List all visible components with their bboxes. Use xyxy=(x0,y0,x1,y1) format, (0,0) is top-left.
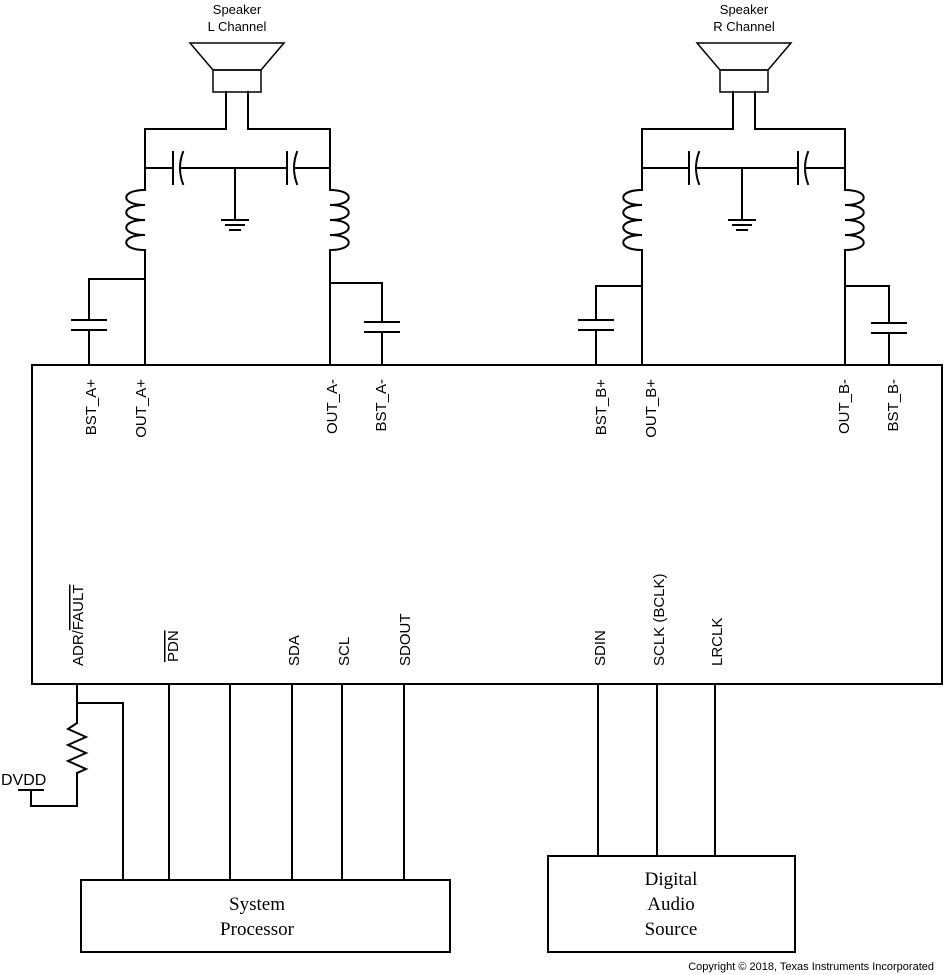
pin-bst-a-minus: BST_A- xyxy=(373,379,390,432)
resistor-icon xyxy=(65,721,89,775)
digital-audio-source-block xyxy=(547,855,796,953)
supply-dvdd-label: DVDD xyxy=(1,772,46,789)
pin-pdn: PDN xyxy=(165,630,182,662)
pin-out-b-plus: OUT_B+ xyxy=(643,379,660,438)
pin-out-b-minus: OUT_B- xyxy=(836,379,853,434)
copyright-note: Copyright © 2018, Texas Instruments Inco… xyxy=(688,961,934,973)
speaker-right-icon xyxy=(695,42,793,130)
digital-audio-source-label-line1: Digital xyxy=(645,869,698,890)
pin-adr-fault: ADR/FAULT xyxy=(70,585,87,666)
digital-audio-source-label-line2: Audio xyxy=(647,894,695,915)
inductor-a-minus-icon xyxy=(328,188,350,252)
pin-adr-fault-overbar: FAULT xyxy=(70,585,87,631)
pin-lrclk: LRCLK xyxy=(709,618,726,666)
speaker-left-icon xyxy=(188,42,286,130)
system-processor-label-line1: System xyxy=(229,894,285,915)
ground-left-icon xyxy=(221,219,249,231)
inductor-a-plus-icon xyxy=(125,188,147,252)
control-wiring: DVDD xyxy=(1,683,716,881)
speaker-right-label-line1: Speaker xyxy=(720,2,769,17)
speaker-left-label-line1: Speaker xyxy=(213,2,262,17)
left-channel-network: Speaker L Channel xyxy=(71,2,400,366)
ground-right-icon xyxy=(728,219,756,231)
pin-sdin: SDIN xyxy=(592,630,609,666)
system-processor-label-line2: Processor xyxy=(220,919,295,940)
speaker-right-label-line2: R Channel xyxy=(713,19,775,34)
pin-out-a-minus: OUT_A- xyxy=(324,379,341,434)
speaker-left-label-line2: L Channel xyxy=(208,19,267,34)
pin-bst-a-plus: BST_A+ xyxy=(83,379,100,436)
pin-bst-b-plus: BST_B+ xyxy=(593,379,610,436)
digital-audio-source-label-line3: Source xyxy=(645,919,698,940)
system-processor-block xyxy=(80,879,451,953)
pin-bst-b-minus: BST_B- xyxy=(885,379,902,432)
pin-sda: SDA xyxy=(286,635,303,666)
inductor-b-minus-icon xyxy=(843,188,865,252)
pin-sclk: SCLK (BCLK) xyxy=(651,573,668,666)
right-channel-network: Speaker R Channel xyxy=(578,2,907,366)
pin-out-a-plus: OUT_A+ xyxy=(133,379,150,438)
inductor-b-plus-icon xyxy=(622,188,644,252)
pin-sdout: SDOUT xyxy=(397,614,414,667)
pin-scl: SCL xyxy=(336,637,353,666)
pin-adr-fault-prefix: ADR/ xyxy=(70,629,87,666)
amplifier-device-box xyxy=(31,364,943,685)
